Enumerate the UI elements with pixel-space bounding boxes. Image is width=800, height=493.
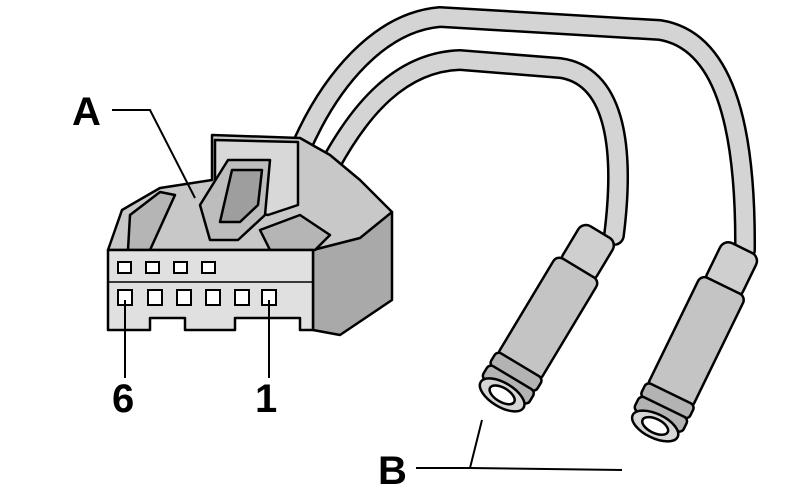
pin-cavity — [234, 289, 250, 306]
plug-right — [630, 241, 759, 443]
label-pin-6: 6 — [112, 377, 134, 421]
plug-tip-bore — [641, 415, 670, 437]
label-pin-1: 1 — [255, 377, 277, 421]
upper-cavity — [173, 261, 188, 274]
leader-lines — [112, 109, 623, 471]
latch-slot — [218, 168, 264, 224]
leader-a — [112, 109, 196, 199]
cable-inner — [321, 51, 627, 244]
pin-cavity — [176, 289, 192, 306]
leader-b-right — [469, 467, 623, 471]
label-a: A — [72, 90, 101, 134]
pin-cavities — [117, 261, 277, 306]
upper-cavity — [117, 261, 132, 274]
housing-ridge-right — [258, 213, 332, 252]
upper-cavity — [145, 261, 160, 274]
pin-cavity — [205, 289, 221, 306]
plug-tip-bore — [488, 384, 516, 406]
cables — [289, 5, 757, 261]
housing-ridge-left — [126, 190, 177, 252]
upper-cavity — [201, 261, 216, 274]
cable-outer — [291, 8, 754, 259]
plug-left — [478, 223, 616, 413]
pin-cavity — [147, 289, 163, 306]
label-b: B — [378, 449, 407, 493]
leader-b-left — [416, 419, 483, 469]
